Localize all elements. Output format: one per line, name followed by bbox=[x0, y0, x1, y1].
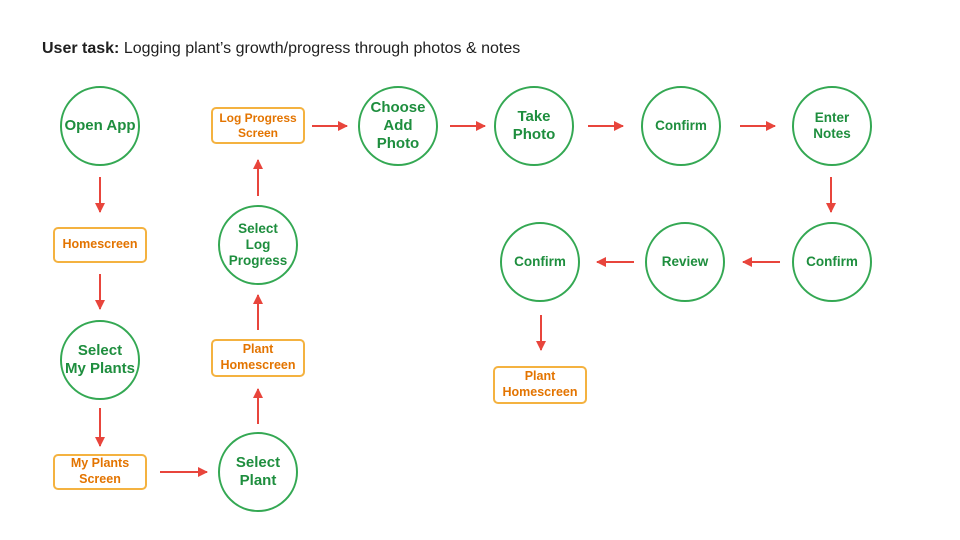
title-text: Logging plant’s growth/progress through … bbox=[123, 40, 521, 57]
node-confirm-3-label: Confirm bbox=[514, 253, 566, 269]
node-select-plant-label: Select Plant bbox=[235, 454, 281, 489]
node-select-my-plants-label: Select My Plants bbox=[64, 342, 136, 377]
node-review-label: Review bbox=[661, 253, 709, 269]
node-confirm-2-label: Confirm bbox=[806, 253, 858, 269]
node-log-progress-screen-label: Log Progress Screen bbox=[219, 110, 297, 140]
node-confirm-3: Confirm bbox=[500, 222, 580, 302]
node-select-plant: Select Plant bbox=[218, 432, 298, 512]
node-plant-homescreen-2-label: Plant Homescreen bbox=[502, 369, 578, 399]
node-homescreen: Homescreen bbox=[53, 227, 147, 263]
node-homescreen-label: Homescreen bbox=[62, 237, 138, 252]
node-review: Review bbox=[645, 222, 725, 302]
diagram-title: User task: Logging plant’s growth/progre… bbox=[42, 40, 520, 58]
node-plant-homescreen-2: Plant Homescreen bbox=[493, 366, 587, 404]
node-my-plants-screen-label: My Plants Screen bbox=[70, 456, 130, 486]
node-select-my-plants: Select My Plants bbox=[60, 320, 140, 400]
node-enter-notes-label: Enter Notes bbox=[813, 109, 851, 141]
node-my-plants-screen: My Plants Screen bbox=[53, 454, 147, 490]
node-select-log-progress-label: Select Log Progress bbox=[228, 220, 288, 269]
node-plant-homescreen-1-label: Plant Homescreen bbox=[220, 342, 296, 372]
node-choose-add-photo-label: Choose Add Photo bbox=[370, 99, 426, 152]
node-take-photo-label: Take Photo bbox=[512, 108, 556, 143]
node-open-app-label: Open App bbox=[64, 117, 136, 134]
node-choose-add-photo: Choose Add Photo bbox=[358, 86, 438, 166]
node-enter-notes: Enter Notes bbox=[792, 86, 872, 166]
title-prefix: User task: bbox=[42, 40, 120, 57]
node-select-log-progress: Select Log Progress bbox=[218, 205, 298, 285]
node-confirm-2: Confirm bbox=[792, 222, 872, 302]
node-confirm-1: Confirm bbox=[641, 86, 721, 166]
node-plant-homescreen-1: Plant Homescreen bbox=[211, 339, 305, 377]
node-take-photo: Take Photo bbox=[494, 86, 574, 166]
node-open-app: Open App bbox=[60, 86, 140, 166]
node-confirm-1-label: Confirm bbox=[655, 117, 707, 133]
node-log-progress-screen: Log Progress Screen bbox=[211, 107, 305, 144]
